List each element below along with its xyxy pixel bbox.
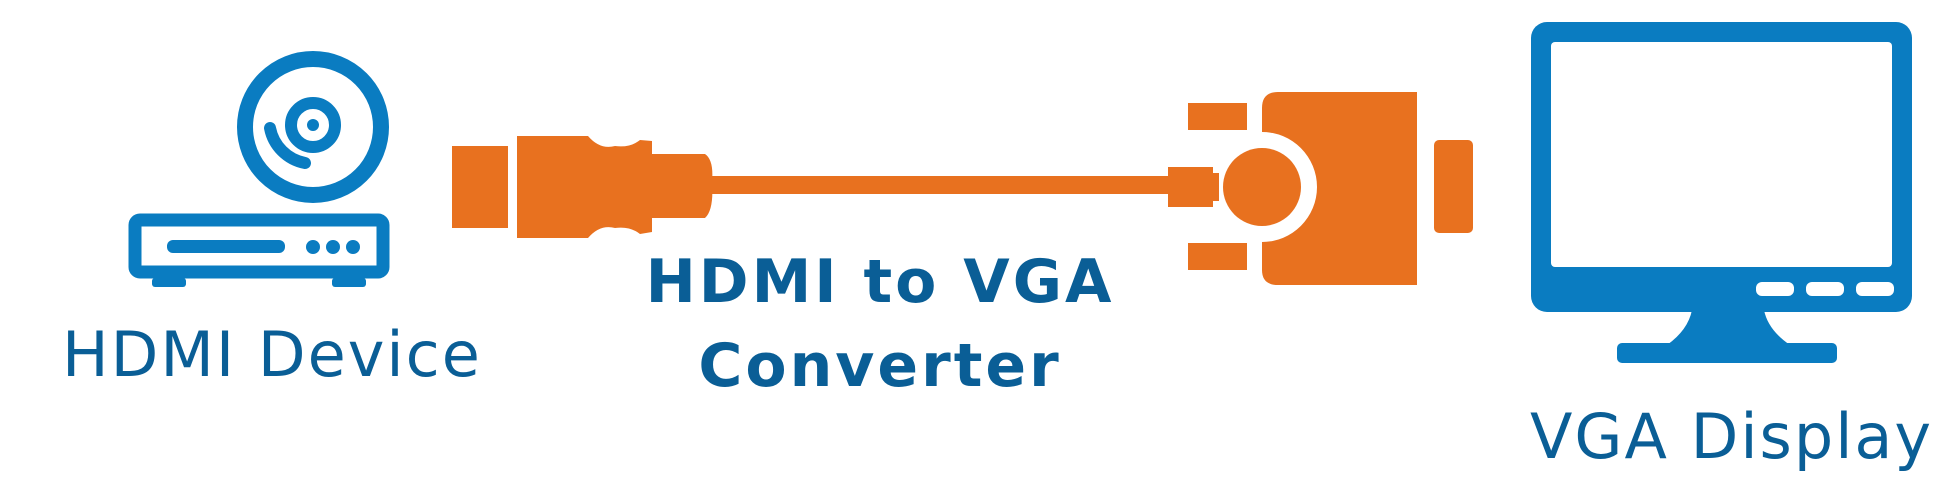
hdmi-device-label: HDMI Device bbox=[62, 318, 482, 391]
converter-label-line1: HDMI to VGA bbox=[645, 247, 1115, 317]
converter-label: HDMI to VGA Converter bbox=[570, 240, 1190, 408]
hdmi-connector-icon bbox=[452, 136, 713, 238]
monitor-icon bbox=[1531, 22, 1912, 363]
vga-display-label: VGA Display bbox=[1530, 400, 1934, 473]
vga-connector-icon bbox=[1168, 92, 1473, 285]
hdmi-device-icon bbox=[128, 51, 390, 287]
converter-label-line2: Converter bbox=[698, 331, 1062, 401]
cable-line bbox=[710, 176, 1170, 194]
